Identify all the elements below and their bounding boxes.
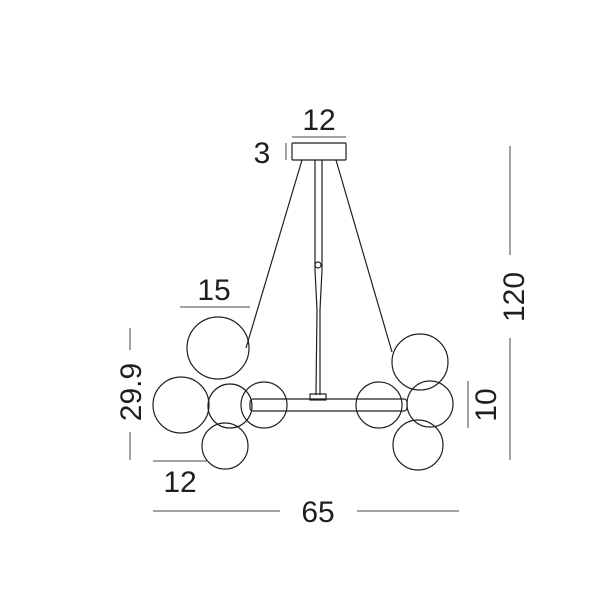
canopy-width-label: 12 — [302, 104, 335, 137]
globe-width-label: 12 — [163, 466, 196, 499]
suspension-wire-right — [335, 159, 393, 353]
suspension-wire-left — [245, 159, 303, 349]
center-hub — [309, 393, 327, 401]
globe-height-label: 10 — [470, 388, 503, 421]
horizontal-arm — [249, 398, 408, 412]
left-globe-cluster — [152, 316, 288, 470]
power-cable — [314, 160, 318, 396]
right-globe-cluster — [355, 333, 454, 471]
canopy-height-label: 3 — [254, 137, 271, 170]
cluster-height-label: 29.9 — [115, 363, 148, 421]
cluster-width-label: 15 — [197, 274, 230, 307]
power-cable-inner — [319, 160, 323, 395]
ceiling-canopy — [291, 142, 347, 161]
cable-clamp — [314, 261, 322, 269]
overall-width-label: 65 — [301, 496, 334, 529]
total-height-label: 120 — [498, 272, 531, 322]
